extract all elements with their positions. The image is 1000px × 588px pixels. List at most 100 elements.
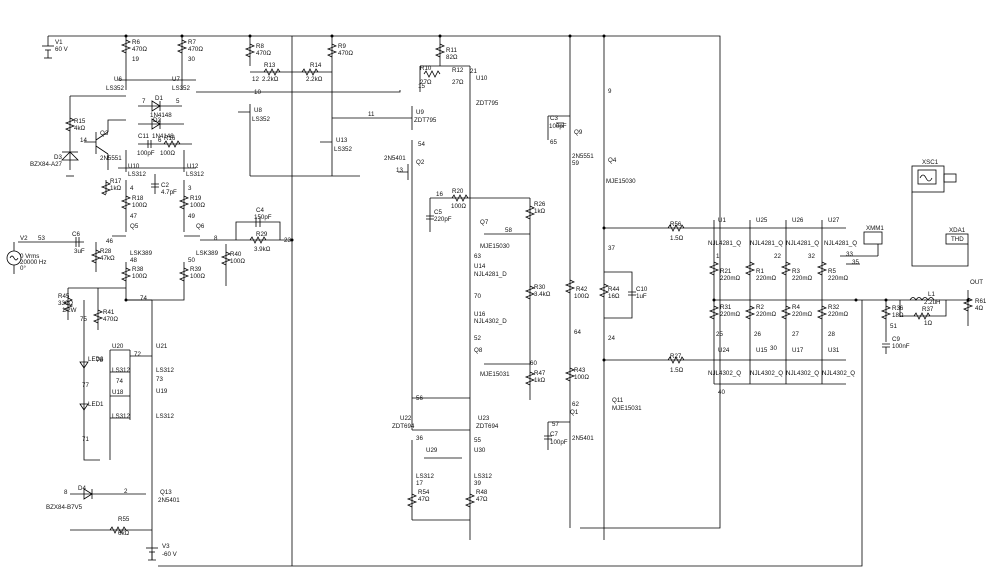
node-54: 54 (418, 141, 425, 148)
node-4: 4 (130, 185, 134, 192)
r21-value: 220mΩ (720, 275, 740, 282)
node-7: 7 (142, 98, 146, 105)
r27-value: 1.5Ω (670, 367, 684, 374)
multimeter-xmm1 (863, 231, 883, 245)
c5-ref: C5 (434, 209, 442, 216)
u6-ref: U6 (114, 76, 122, 83)
u31-ref: U31 (828, 347, 840, 354)
v2-ref: V2 (20, 235, 28, 242)
q1-ref: Q1 (570, 409, 579, 416)
q8-part: MJE15031 (480, 371, 510, 378)
u7-part: LS352 (172, 85, 190, 92)
r19-ref: R19 (190, 195, 202, 202)
r26-ref: R26 (534, 201, 546, 208)
r31-value: 220mΩ (720, 311, 740, 318)
r61-ref: R61 (975, 298, 987, 305)
r40-value: 100Ω (230, 258, 245, 265)
c9-ref: C9 (892, 336, 900, 343)
q9-part: 2N5551 (572, 153, 594, 160)
r39-ref: R39 (190, 266, 202, 273)
r1-ref: R1 (756, 268, 764, 275)
c2-ref: C2 (161, 182, 169, 189)
r56-ref: R56 (670, 221, 682, 228)
r17-ref: R17 (110, 178, 122, 185)
node-70: 70 (474, 293, 481, 300)
node-72: 72 (134, 351, 141, 358)
c10-value: 1uF (636, 293, 647, 300)
r41-value: 470Ω (103, 316, 118, 323)
u1-ref: U1 (718, 217, 726, 224)
r36-value: 18Ω (892, 312, 904, 319)
r42-value: 100Ω (574, 293, 589, 300)
node-2: 2 (124, 488, 128, 495)
d4-ref: D4 (78, 485, 86, 492)
r2-value: 220mΩ (756, 311, 776, 318)
q6-part: LSK389 (196, 250, 219, 257)
r28-value: 47kΩ (100, 255, 115, 262)
r8-ref: R8 (256, 43, 264, 50)
node-59: 59 (572, 160, 579, 167)
r15-ref: R15 (74, 118, 86, 125)
u22-ref: U22 (400, 415, 412, 422)
c2-value: 4.7pF (161, 189, 177, 196)
r31-ref: R31 (720, 304, 732, 311)
v2-frequency: 20000 Hz (20, 259, 47, 266)
r12-ref: R12 (452, 67, 464, 74)
driver-stage: C3 100pF Q9 65 2N5551 59 9 Q4 MJE15030 3… (544, 36, 648, 540)
node-37: 37 (608, 245, 615, 252)
node-77: 77 (82, 382, 89, 389)
u19-part: LS312 (156, 413, 174, 420)
r18-ref: R18 (132, 195, 144, 202)
node-74-b: 74 (116, 378, 123, 385)
u23-part: ZDT694 (476, 423, 499, 430)
u13-ref: U13 (336, 137, 348, 144)
c11-part: 1N4148 (152, 133, 174, 140)
v2-amplitude: 0 Vrms (20, 253, 39, 260)
node-55: 55 (474, 437, 481, 444)
r44-ref: R44 (608, 286, 620, 293)
c7-ref: C7 (550, 431, 558, 438)
q1-part: 2N5401 (572, 435, 594, 442)
u29-ref: U29 (426, 447, 438, 454)
r45-power: 1/2W (62, 307, 77, 314)
r40-ref: R40 (230, 251, 242, 258)
u1-part: NJL4281_Q (708, 240, 741, 247)
q9-ref: Q9 (574, 129, 583, 136)
top-left-stage: R6 470Ω 19 R7 470Ω 30 R8 470Ω R9 470Ω R1… (106, 36, 412, 177)
d1-ref: D1 (155, 95, 163, 102)
u10b-part: ZDT795 (476, 100, 499, 107)
node-9: 9 (608, 88, 612, 95)
u18-part: LS312 (112, 413, 130, 420)
xda1-ref: XDA1 (949, 227, 966, 234)
u12-ref: U12 (187, 163, 199, 170)
u24-ref: U24 (718, 347, 730, 354)
q4-part: MJE15030 (606, 178, 636, 185)
node-62: 62 (572, 401, 579, 408)
c9-value: 100nF (892, 343, 910, 350)
q3-ref: Q3 (100, 130, 109, 137)
c7-value: 100pF (550, 439, 568, 446)
r14-value: 2.2kΩ (306, 76, 323, 83)
node-53: 53 (38, 235, 45, 242)
node-49: 49 (188, 213, 195, 220)
r20-value: 100Ω (451, 203, 466, 210)
r5-value: 220mΩ (828, 275, 848, 282)
c6-value: 3uF (74, 248, 85, 255)
c3-ref: C3 (550, 115, 558, 122)
q8-ref: Q8 (474, 347, 483, 354)
q5-part: LSK389 (130, 250, 153, 257)
node-3: 3 (188, 185, 192, 192)
node-12: 12 (252, 76, 259, 83)
r32-value: 220mΩ (828, 311, 848, 318)
r38-ref: R38 (132, 266, 144, 273)
r36-ref: R36 (892, 305, 904, 312)
u15-part: NJL4302_Q (750, 370, 783, 377)
power-rails (47, 35, 863, 567)
node-65: 65 (550, 139, 557, 146)
u17-part: NJL4302_Q (786, 370, 819, 377)
r44-value: 16Ω (608, 293, 620, 300)
node-48: 48 (130, 257, 137, 264)
node-32: 32 (808, 253, 815, 260)
d3-part: BZX84-A27 (30, 161, 63, 168)
r55-value: 6kΩ (118, 530, 130, 537)
